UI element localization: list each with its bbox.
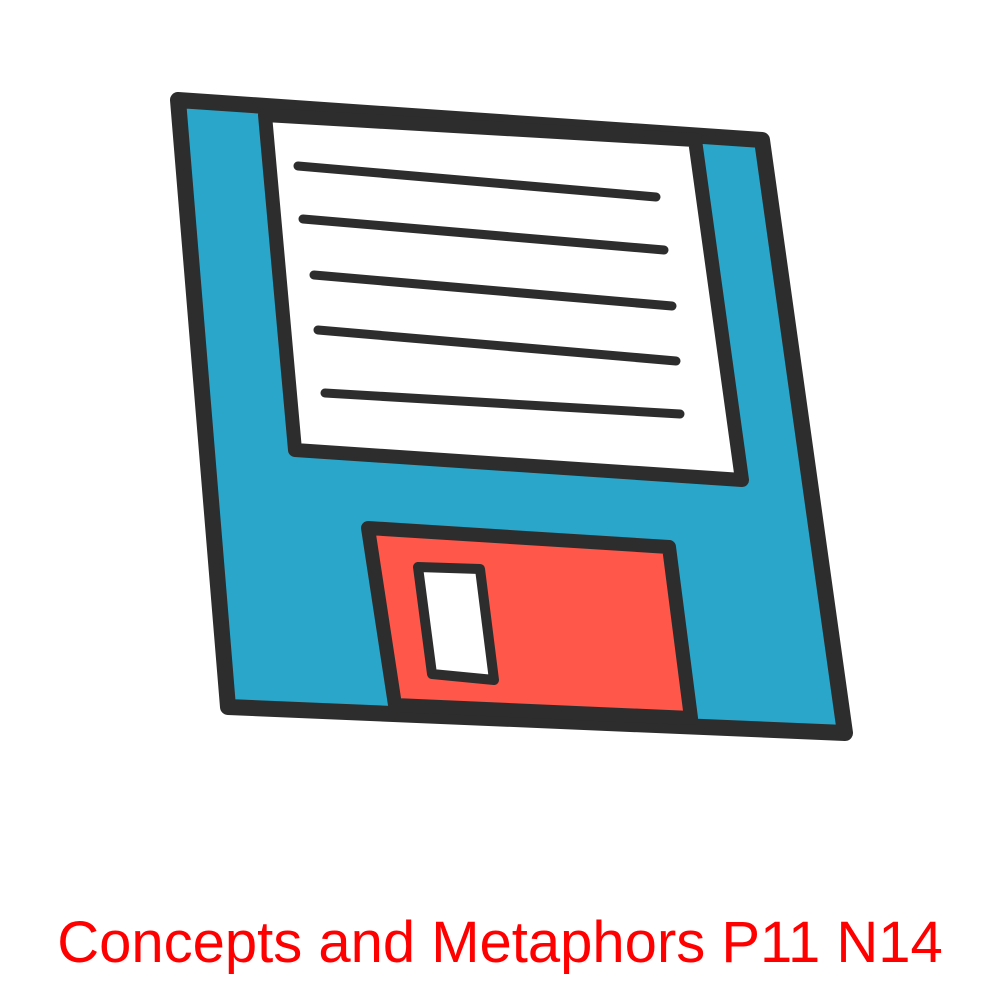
- label-line: [309, 270, 677, 311]
- floppy-shutter: [361, 521, 698, 725]
- label-lines: [293, 161, 685, 419]
- label-line: [293, 161, 661, 202]
- label-line: [298, 214, 669, 255]
- label-line: [313, 325, 681, 366]
- caption-text: Concepts and Metaphors P11 N14: [57, 910, 943, 975]
- floppy-label: [258, 108, 749, 487]
- label-line: [320, 388, 685, 419]
- floppy-disk-icon: [170, 92, 853, 741]
- shutter-window: [413, 562, 499, 685]
